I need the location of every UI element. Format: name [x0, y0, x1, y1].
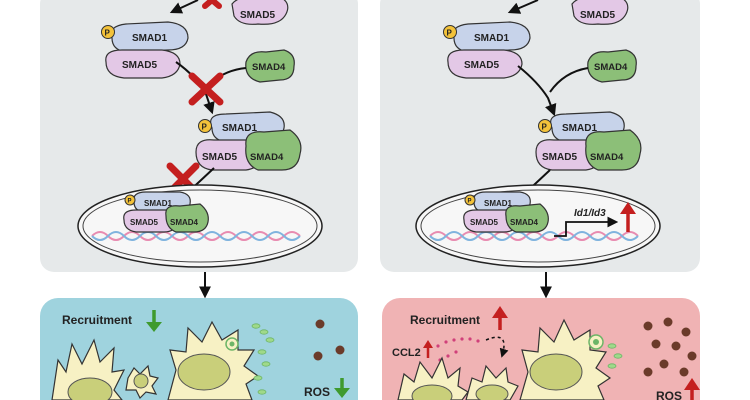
- smad5-label: SMAD5: [464, 60, 499, 71]
- left-macrophage-1: [51, 338, 126, 400]
- right-nuclear-complex: P SMAD1 SMAD5 SMAD4: [463, 191, 549, 233]
- right-transcription-arrow: [554, 216, 619, 237]
- smad1-label: SMAD1: [222, 123, 257, 134]
- smad5-label: SMAD5: [202, 152, 237, 163]
- smad5-label: SMAD5: [240, 10, 275, 21]
- phospho-label: P: [128, 199, 132, 205]
- smad4-label: SMAD4: [510, 218, 539, 227]
- left-ros-dots: [313, 319, 345, 361]
- right-ros-up-arrow: [684, 378, 700, 400]
- right-ros-dots: [643, 317, 697, 377]
- smad4-label: SMAD4: [590, 152, 624, 163]
- left-top-smad5: SMAD5: [231, 0, 289, 25]
- right-macrophage-3: [519, 318, 612, 400]
- right-free-smad4: SMAD4: [587, 49, 637, 83]
- smad4-label: SMAD4: [252, 62, 286, 73]
- left-small-cell: [125, 364, 160, 400]
- right-trimer-complex: P SMAD1 SMAD5 SMAD4: [535, 111, 642, 171]
- right-smad4-join-line: [549, 67, 589, 93]
- right-recruitment-up-arrow: [492, 306, 508, 330]
- phospho-label: P: [468, 199, 472, 205]
- smad1-label: SMAD1: [132, 33, 167, 44]
- right-arrow-to-complex: [517, 65, 557, 117]
- phospho-label: P: [202, 123, 208, 132]
- smad1-label: SMAD1: [484, 199, 513, 208]
- smad5-label: SMAD5: [542, 152, 577, 163]
- right-recruitment-label: Recruitment: [410, 313, 480, 327]
- right-ros-label: ROS: [656, 389, 682, 400]
- right-ccl2-label: CCL2: [392, 347, 421, 359]
- right-ccl2-up-arrow: [423, 340, 433, 358]
- left-top-block-x: [202, 0, 222, 9]
- smad4-label: SMAD4: [250, 152, 284, 163]
- smad5-label: SMAD5: [580, 10, 615, 21]
- right-macrophage-2: [465, 364, 519, 400]
- left-ros-label: ROS: [304, 385, 330, 399]
- phospho-label: P: [542, 123, 548, 132]
- right-gene-label: Id1/Id3: [574, 208, 606, 219]
- left-ros-down-arrow: [334, 378, 350, 398]
- right-ccl2-dots: [436, 337, 480, 362]
- left-recruitment-down-arrow: [146, 310, 162, 332]
- left-block-x-1: [188, 72, 224, 106]
- smad4-label: SMAD4: [594, 62, 628, 73]
- smad1-label: SMAD1: [562, 123, 597, 134]
- left-particles: [251, 323, 275, 395]
- smad4-label: SMAD4: [170, 218, 199, 227]
- left-free-smad4: SMAD4: [245, 49, 295, 83]
- smad5-label: SMAD5: [470, 218, 499, 227]
- left-smad1-smad5-complex: P SMAD1 SMAD5: [101, 21, 189, 79]
- right-macrophage-1: [397, 356, 469, 400]
- right-smad1-smad5-complex: P SMAD1 SMAD5: [443, 21, 531, 79]
- right-top-smad5: SMAD5: [571, 0, 629, 25]
- phospho-label: P: [105, 29, 111, 38]
- left-nuclear-complex: P SMAD1 SMAD5 SMAD4: [123, 191, 209, 233]
- phospho-label: P: [447, 29, 453, 38]
- right-migration-arrow: [485, 336, 509, 358]
- smad1-label: SMAD1: [474, 33, 509, 44]
- smad1-label: SMAD1: [144, 199, 173, 208]
- smad5-label: SMAD5: [130, 218, 159, 227]
- left-trimer-complex: P SMAD1 SMAD5 SMAD4: [195, 111, 302, 171]
- right-particles: [607, 343, 623, 369]
- right-top-arrow: [507, 0, 539, 14]
- smad5-label: SMAD5: [122, 60, 157, 71]
- right-gene-up-arrow: [620, 202, 636, 232]
- left-macrophage-2: [167, 320, 260, 400]
- left-top-arrow: [169, 0, 199, 14]
- left-recruitment-label: Recruitment: [62, 313, 132, 327]
